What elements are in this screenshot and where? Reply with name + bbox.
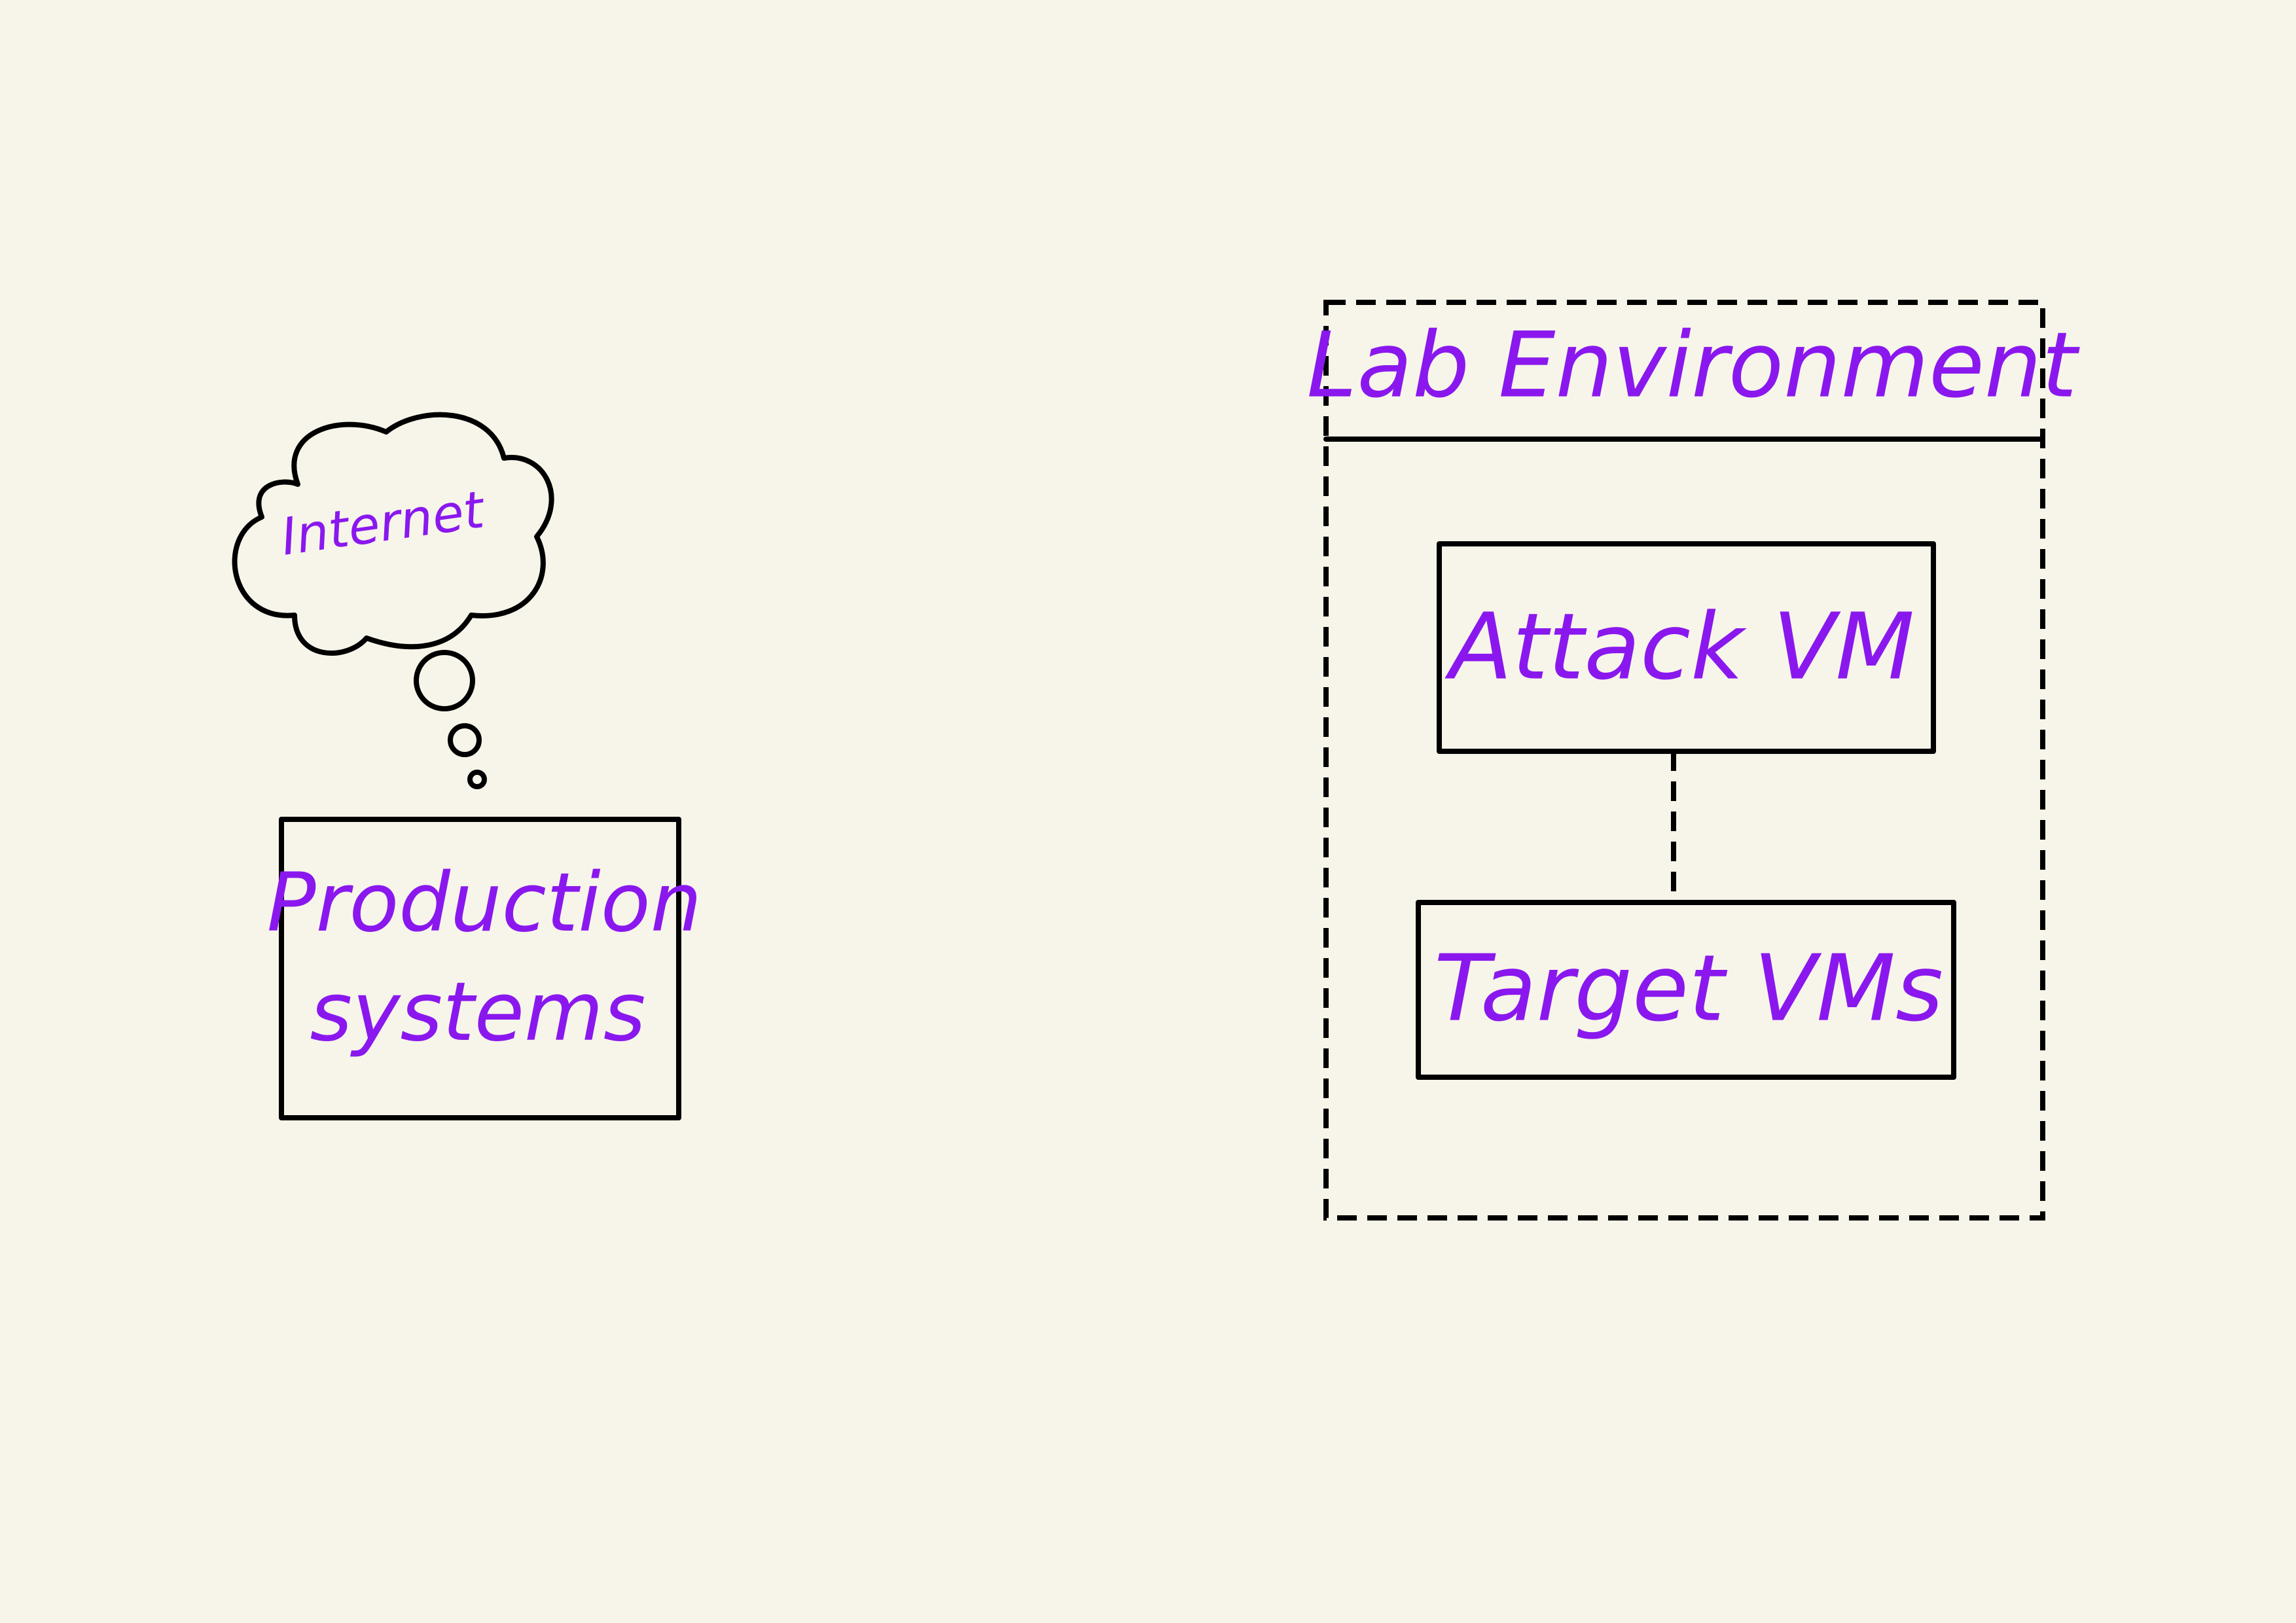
lab-environment-container: Lab Environment Attack VM Target VMs — [1306, 300, 2080, 1221]
production-systems-label-line2: systems — [310, 965, 646, 1060]
production-systems-box — [279, 817, 681, 1120]
internet-cloud: Internet — [232, 412, 554, 789]
attack-vm-label: Attack VM — [1444, 594, 1914, 701]
attack-vm-node: Attack VM — [1437, 541, 1936, 754]
lab-environment-title: Lab Environment — [1306, 313, 2080, 418]
internet-label: Internet — [278, 480, 489, 567]
internet-cloud-outline — [232, 412, 554, 656]
attack-vm-box — [1437, 541, 1936, 754]
thought-bubble-large — [414, 650, 475, 711]
target-vms-label: Target VMs — [1434, 936, 1943, 1043]
thought-bubble-medium — [448, 723, 482, 757]
production-systems-label-line1: Production — [267, 856, 702, 950]
lab-environment-border — [1323, 300, 2045, 1221]
target-vms-box — [1416, 900, 1956, 1080]
production-systems-node: Production systems — [267, 817, 702, 1120]
target-vms-node: Target VMs — [1416, 900, 1956, 1080]
thought-bubble-small — [467, 770, 487, 789]
